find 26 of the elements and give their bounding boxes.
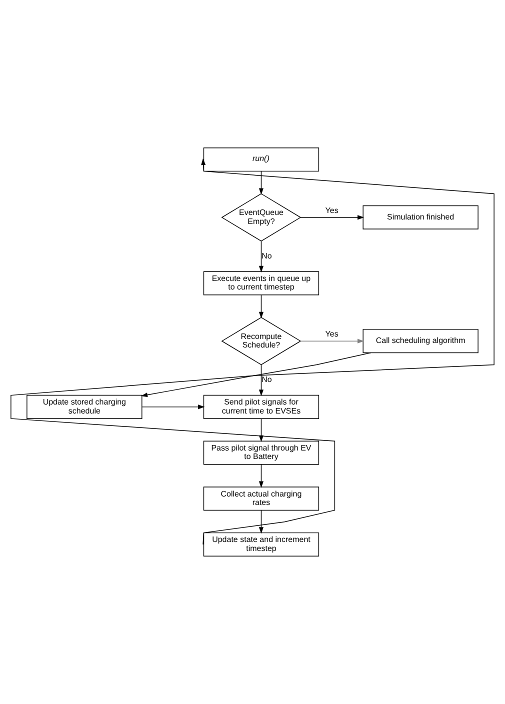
node-box: Execute events in queue up to current timestep <box>203 271 320 296</box>
arrow <box>258 171 264 195</box>
node-diamond: Recompute Schedule? <box>221 317 302 366</box>
arrow <box>258 510 264 534</box>
arrow <box>300 338 364 344</box>
node-box: Call scheduling algorithm <box>362 329 478 354</box>
edge-label: Yes <box>325 206 338 215</box>
arrow <box>258 364 264 396</box>
node-box: Update state and increment timestep <box>203 532 320 556</box>
edge-label: No <box>262 251 272 260</box>
arrow <box>300 215 364 220</box>
node-box: Update stored charging schedule <box>26 394 142 419</box>
arrow <box>258 464 264 488</box>
arrow <box>140 352 372 398</box>
node-diamond: EventQueue Empty? <box>221 193 302 242</box>
edge-label: Yes <box>325 330 338 339</box>
arrow <box>10 158 494 545</box>
arrow <box>258 294 264 318</box>
node-box: Simulation finished <box>362 205 478 230</box>
arrow <box>258 241 264 272</box>
node-box: run() <box>203 148 320 172</box>
node-box: Collect actual charging rates <box>203 486 320 511</box>
edge-label: No <box>262 375 272 384</box>
node-box: Pass pilot signal through EV to Battery <box>203 440 320 465</box>
arrow <box>142 404 205 410</box>
node-box: Send pilot signals for current time to EVSEs <box>203 394 320 419</box>
